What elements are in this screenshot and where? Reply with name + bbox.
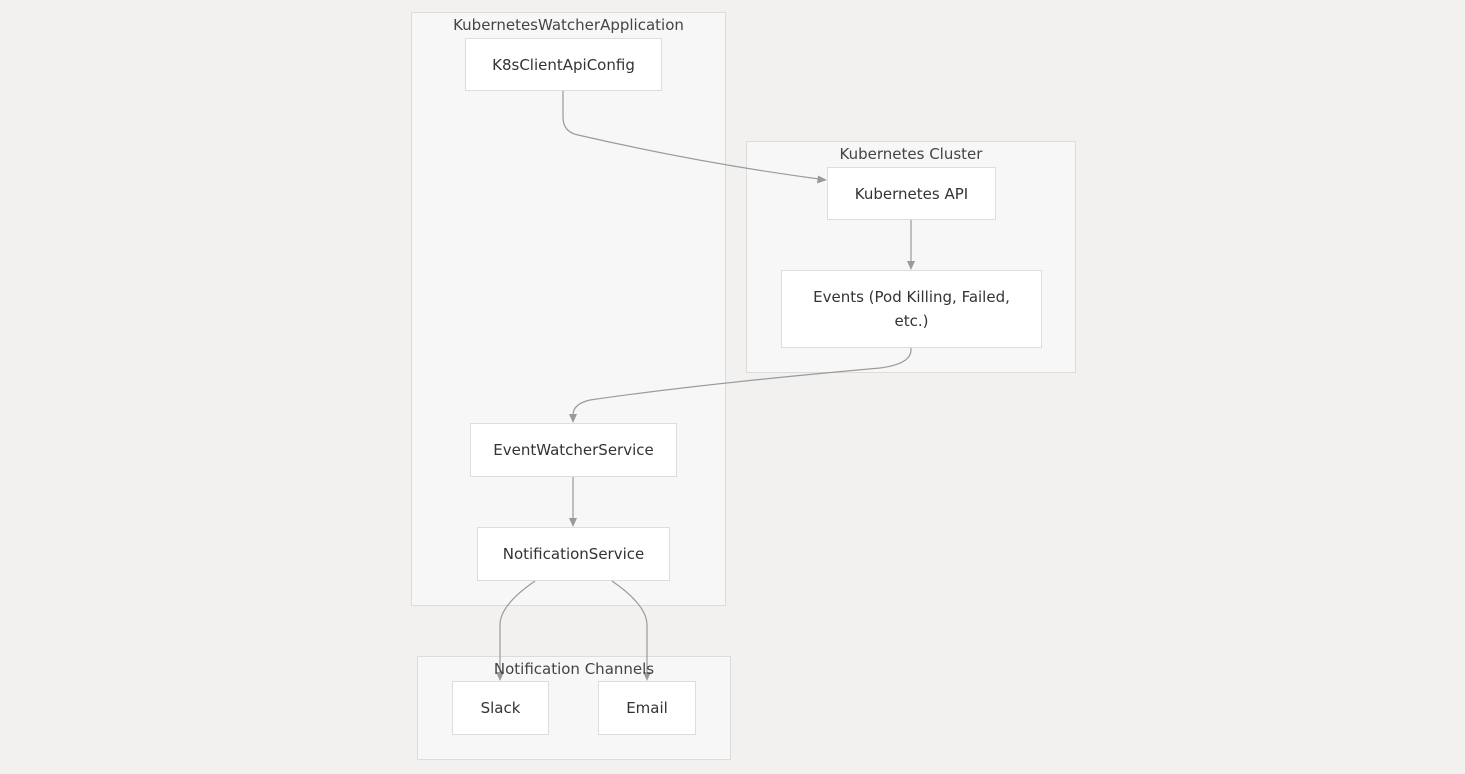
node-label: Kubernetes API xyxy=(854,184,969,203)
node-slack[interactable]: Slack xyxy=(452,681,549,735)
cluster-kubernetes-watcher-application: KubernetesWatcherApplication xyxy=(411,12,726,606)
node-events[interactable]: Events (Pod Killing, Failed, etc.) xyxy=(781,270,1042,348)
node-kubernetes-api[interactable]: Kubernetes API xyxy=(827,167,996,220)
node-label-line-2: etc.) xyxy=(894,312,929,330)
node-label: K8sClientApiConfig xyxy=(492,55,635,74)
cluster-title-app: KubernetesWatcherApplication xyxy=(453,16,684,34)
node-label: NotificationService xyxy=(502,545,645,563)
node-event-watcher-service[interactable]: EventWatcherService xyxy=(470,423,677,477)
node-label: EventWatcherService xyxy=(493,441,654,459)
node-k8s-client-api-config[interactable]: K8sClientApiConfig xyxy=(465,38,662,91)
cluster-title-k8s: Kubernetes Cluster xyxy=(839,145,983,163)
node-email[interactable]: Email xyxy=(598,681,696,735)
node-label: Email xyxy=(626,699,668,717)
node-notification-service[interactable]: NotificationService xyxy=(477,527,670,581)
cluster-title-channels: Notification Channels xyxy=(493,660,655,678)
node-label-line-1: Events (Pod Killing, Failed, xyxy=(813,288,1010,306)
node-label: Slack xyxy=(480,699,521,717)
